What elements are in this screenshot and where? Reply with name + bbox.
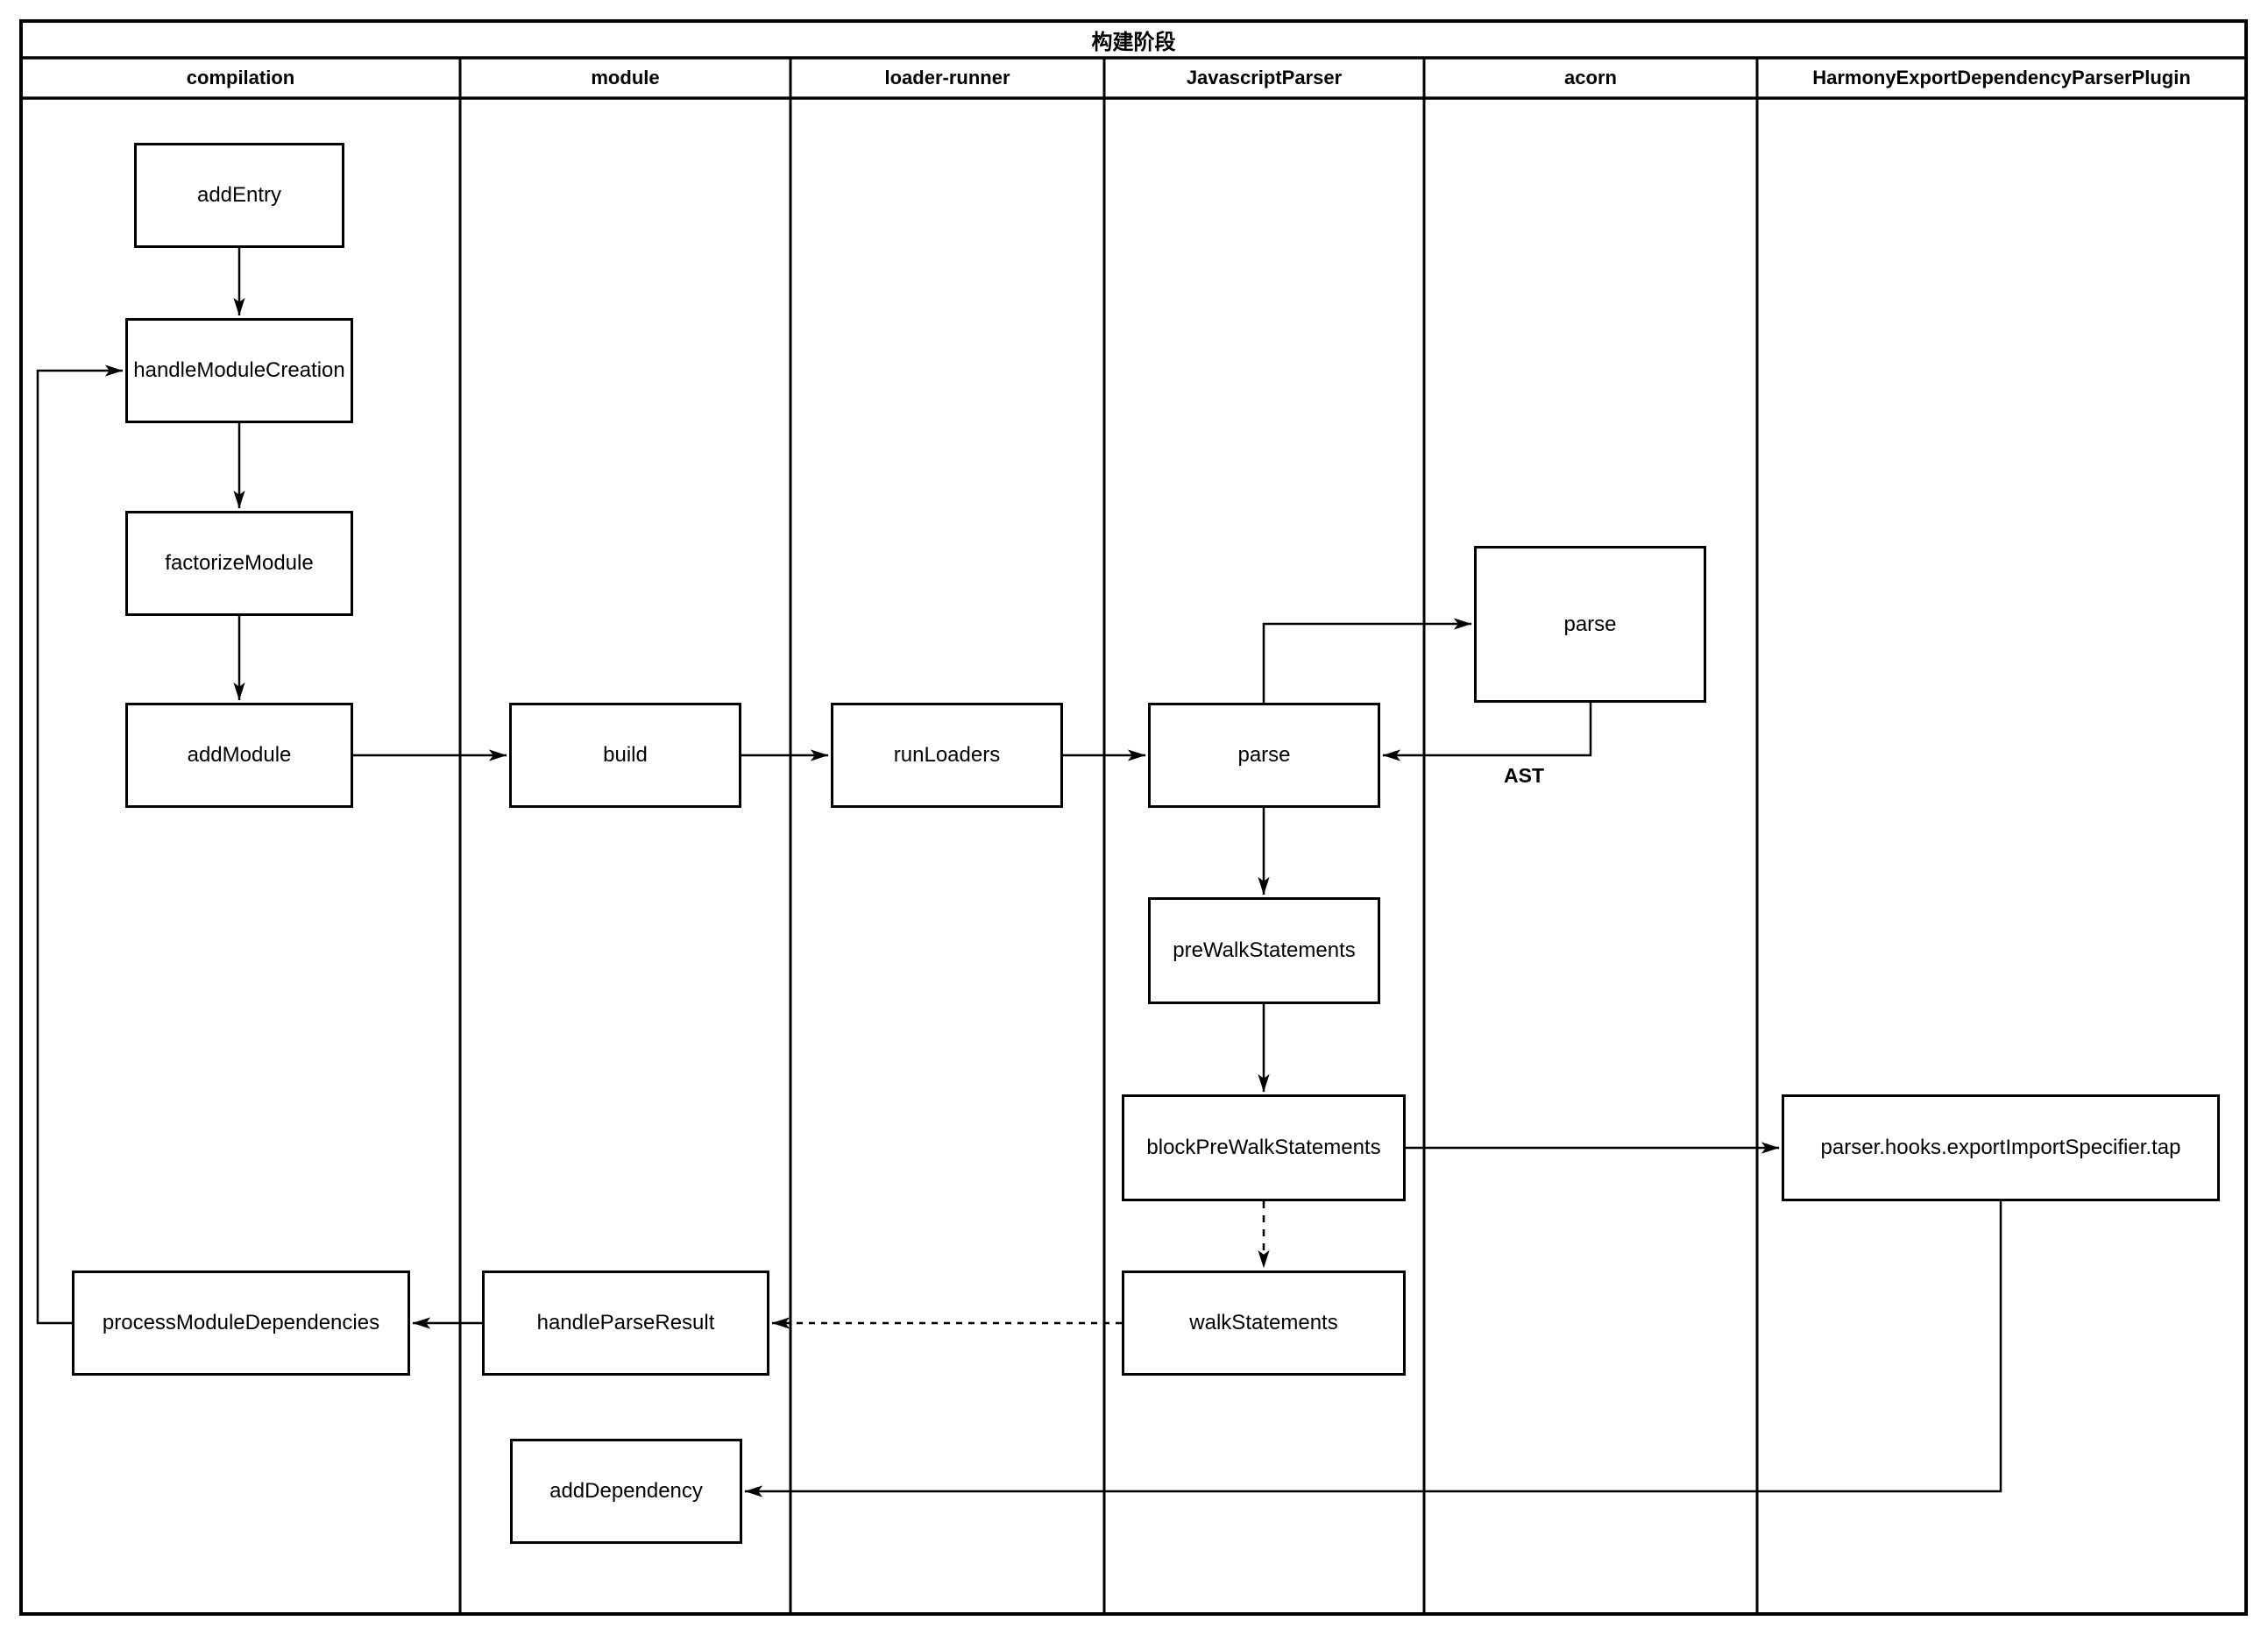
node-label: addDependency (549, 1479, 703, 1503)
node-handle-module-creation: handleModuleCreation (125, 318, 353, 423)
ast-edge-label: AST (1504, 764, 1544, 787)
node-label: addEntry (196, 183, 282, 207)
lane-header-loader-runner: loader-runner (884, 67, 1010, 88)
node-label: walkStatements (1189, 1311, 1338, 1334)
node-parse-javascript-parser: parse (1148, 703, 1380, 808)
node-label: parse (1563, 612, 1617, 636)
node-label: build (603, 743, 648, 767)
node-handle-parse-result: handleParseResult (482, 1271, 769, 1376)
node-label: processModuleDependencies (102, 1311, 380, 1334)
lane-header-module: module (591, 67, 660, 88)
node-label: preWalkStatements (1173, 938, 1356, 962)
node-build: build (509, 703, 741, 808)
node-add-dependency: addDependency (510, 1439, 742, 1544)
node-label: blockPreWalkStatements (1146, 1136, 1381, 1159)
node-label: parser.hooks.exportImportSpecifier.tap (1820, 1136, 2181, 1159)
lane-header-javascript-parser: JavascriptParser (1186, 67, 1343, 88)
node-add-entry: addEntry (134, 143, 344, 248)
node-label: parse (1237, 743, 1291, 767)
node-process-module-dependencies: processModuleDependencies (72, 1271, 410, 1376)
node-label: runLoaders (893, 743, 1001, 767)
node-label: handleParseResult (536, 1311, 715, 1334)
node-label: factorizeModule (165, 551, 314, 575)
node-run-loaders: runLoaders (831, 703, 1063, 808)
node-label: handleModuleCreation (133, 358, 345, 382)
node-block-pre-walk-statements: blockPreWalkStatements (1122, 1094, 1406, 1201)
lane-header-acorn: acorn (1564, 67, 1617, 88)
node-parse-acorn: parse (1474, 546, 1706, 703)
edge-parseAcorn-parseJs (1382, 703, 1592, 761)
node-pre-walk-statements: preWalkStatements (1148, 897, 1380, 1004)
node-add-module: addModule (125, 703, 353, 808)
diagram-title: 构建阶段 (1091, 30, 1176, 54)
node-walk-statements: walkStatements (1122, 1271, 1406, 1376)
edge-exportImportSpecifierTap-addDependency (744, 1201, 2002, 1497)
edge-processModuleDependencies-handleModuleCreation (36, 365, 124, 1325)
edge-parseJs-parseAcorn (1262, 618, 1472, 703)
node-export-import-specifier-tap: parser.hooks.exportImportSpecifier.tap (1782, 1094, 2220, 1201)
node-factorize-module: factorizeModule (125, 511, 353, 616)
lane-header-compilation: compilation (186, 67, 295, 88)
lane-header-harmony-export-dependency-parser-plugin: HarmonyExportDependencyParserPlugin (1812, 67, 2191, 88)
node-label: addModule (187, 743, 292, 767)
diagram-frame (19, 19, 2248, 1616)
